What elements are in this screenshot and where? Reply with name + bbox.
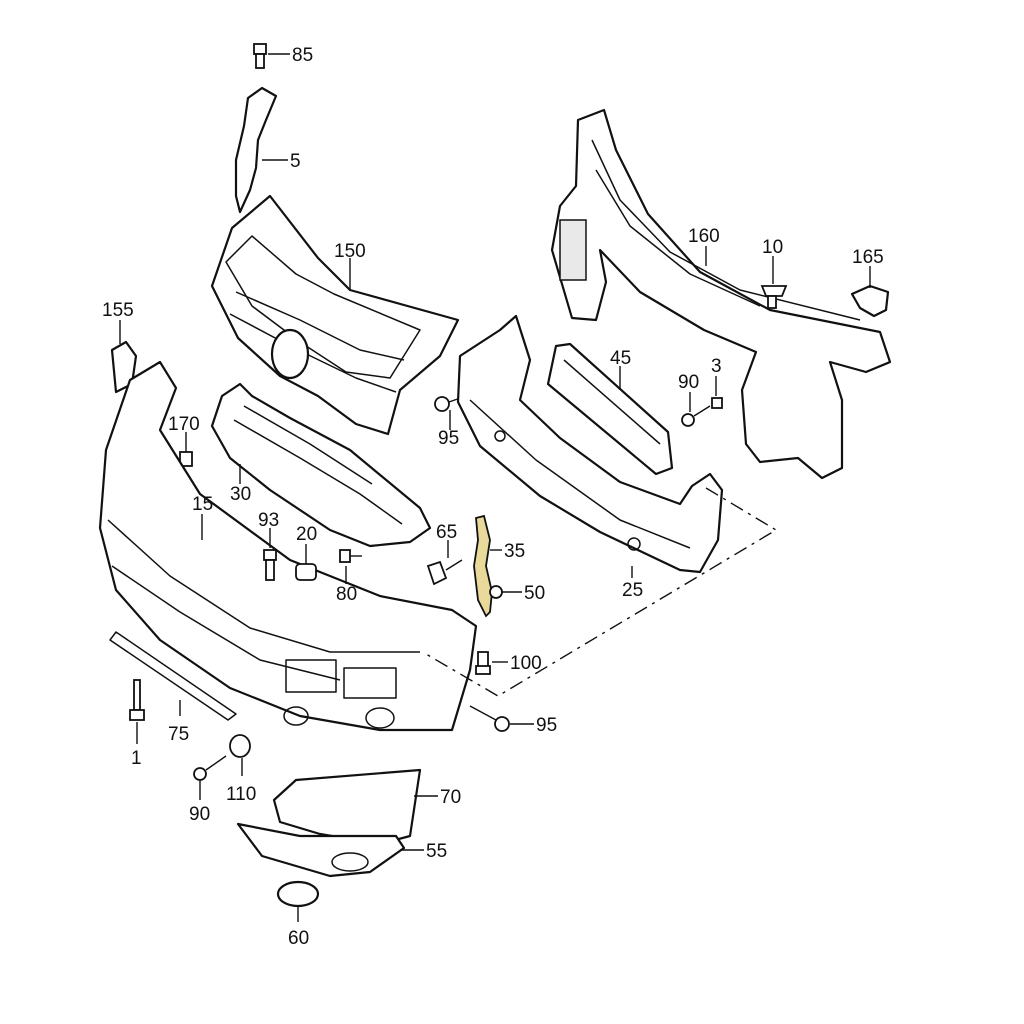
part-65-holder[interactable] [426,559,463,586]
part-35-guide-bracket[interactable] [473,514,493,618]
callout-70: 70 [440,787,461,808]
part-100-screw[interactable] [475,651,491,675]
part-165-bracket[interactable] [850,284,890,318]
part-5-trim-bracket[interactable] [234,86,278,214]
callout-30: 30 [230,484,251,505]
part-20-grommet[interactable] [295,563,317,581]
part-3-nut[interactable] [711,397,723,409]
callout-65: 65 [436,522,457,543]
part-90-screw-lower[interactable] [193,755,227,781]
callout-85: 85 [292,45,313,66]
part-55-lower-trim-cover[interactable] [236,822,406,878]
callout-160: 160 [688,226,720,247]
assembly-reference-line [425,487,778,697]
callout-90-lower: 90 [189,804,210,825]
part-45-impact-absorber[interactable] [546,342,674,476]
callout-35: 35 [504,541,525,562]
part-70-fog-light-frame[interactable] [272,768,422,846]
part-160-lock-carrier[interactable] [550,108,892,480]
callout-10: 10 [762,237,783,258]
callout-155: 155 [102,300,134,321]
callout-50: 50 [524,583,545,604]
part-75-trim-strip[interactable] [109,631,237,721]
callout-3: 3 [711,356,722,377]
callout-20: 20 [296,524,317,545]
callout-90-upper: 90 [678,372,699,393]
callout-5: 5 [290,151,301,172]
callout-60: 60 [288,928,309,949]
callout-93: 93 [258,510,279,531]
callout-165: 165 [852,247,884,268]
callout-55: 55 [426,841,447,862]
callout-170: 170 [168,414,200,435]
part-93-screw[interactable] [263,549,277,581]
callout-100: 100 [510,653,542,674]
part-150-radiator-grille[interactable] [210,194,460,436]
part-50-nut[interactable] [489,585,503,599]
callout-110: 110 [226,784,256,805]
callout-15: 15 [192,494,213,515]
part-15-bumper-cover[interactable] [98,360,478,732]
callout-1: 1 [131,748,142,769]
part-30-air-guide[interactable] [210,382,432,548]
part-10-clip[interactable] [760,285,788,309]
part-110-grommet[interactable] [229,734,251,758]
callout-80: 80 [336,584,357,605]
callout-45: 45 [610,348,631,369]
callout-95-upper: 95 [438,428,459,449]
part-25-bumper-reinforcement[interactable] [456,314,724,574]
callout-25: 25 [622,580,643,601]
callout-95-lower: 95 [536,715,557,736]
part-95-screw-lower[interactable] [469,705,510,732]
callout-75: 75 [168,724,189,745]
part-90-screw-upper[interactable] [681,405,711,427]
part-80-screw[interactable] [339,549,362,563]
part-85-screw[interactable] [253,43,267,69]
part-1-bolt[interactable] [129,679,145,721]
part-60-ring[interactable] [276,880,320,908]
callout-150: 150 [334,241,366,262]
